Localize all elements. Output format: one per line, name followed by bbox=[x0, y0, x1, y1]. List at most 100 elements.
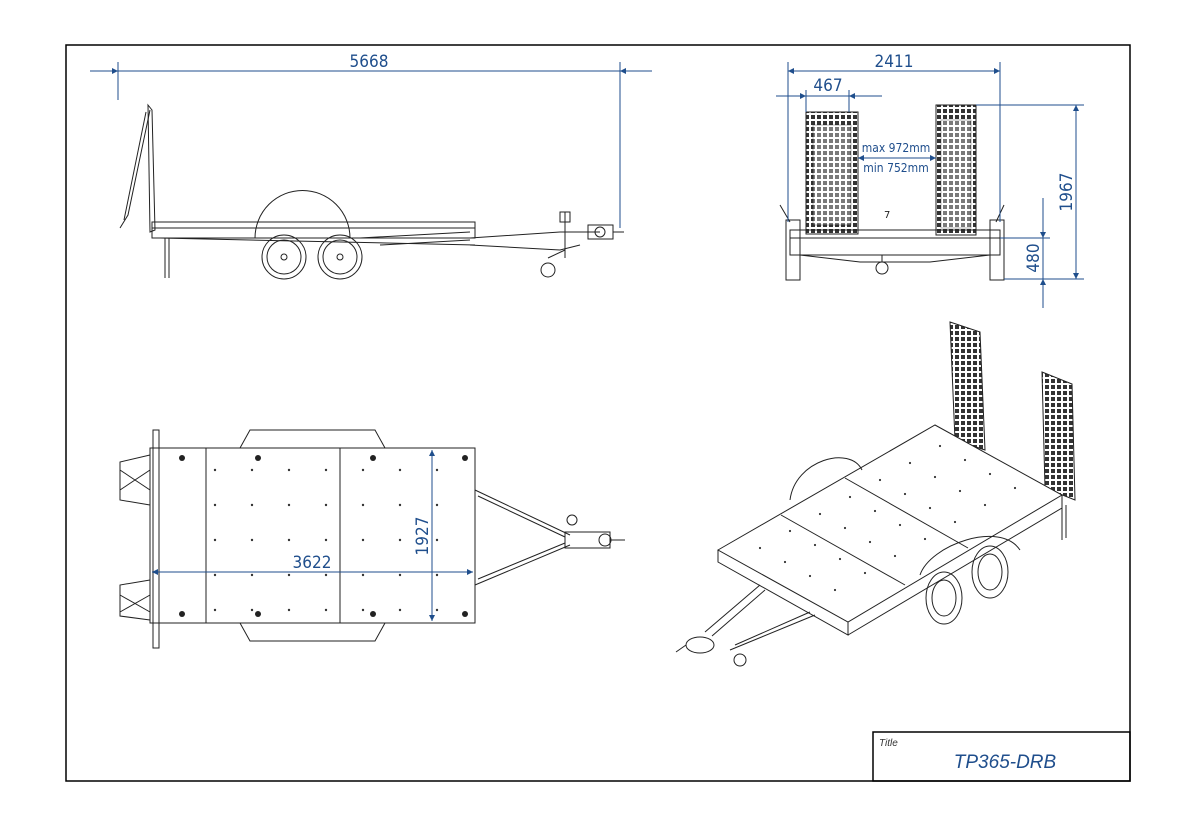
dim-overall-length: 5668 bbox=[90, 52, 652, 228]
iso-deck-rivet bbox=[873, 509, 877, 513]
iso-deck-rivet bbox=[788, 529, 792, 533]
iso-deck-rivet bbox=[933, 475, 937, 479]
deck-rivet bbox=[213, 538, 217, 542]
deck-rivet bbox=[435, 608, 439, 612]
top-view-bolts bbox=[179, 455, 468, 617]
deck-rivet bbox=[250, 503, 254, 507]
dim-ramp-gap: max 972mm min 752mm bbox=[858, 141, 936, 175]
deck-rivet bbox=[213, 468, 217, 472]
dim-label-gap-max: max 972mm bbox=[862, 141, 931, 155]
iso-deck-rivet bbox=[908, 461, 912, 465]
drawing-border bbox=[65, 44, 1131, 782]
iso-deck-rivet bbox=[963, 458, 967, 462]
deck-rivet bbox=[398, 608, 402, 612]
top-view bbox=[119, 429, 625, 649]
deck-rivet bbox=[361, 468, 365, 472]
iso-deck-rivet bbox=[923, 537, 927, 541]
dim-label-467: 467 bbox=[813, 76, 842, 96]
deck-rivet bbox=[324, 538, 328, 542]
deck-rivet bbox=[398, 503, 402, 507]
deck-rivet bbox=[250, 608, 254, 612]
iso-deck-rivet bbox=[938, 444, 942, 448]
deck-rivet bbox=[287, 573, 291, 577]
tie-down-point bbox=[370, 611, 376, 617]
deck-rivet bbox=[398, 573, 402, 577]
title-value: TP365-DRB bbox=[954, 752, 1057, 773]
ramp-left bbox=[805, 111, 859, 235]
iso-deck-rivet bbox=[903, 492, 907, 496]
deck-rivet bbox=[435, 573, 439, 577]
iso-deck-rivet bbox=[868, 540, 872, 544]
deck-plan bbox=[149, 447, 476, 624]
side-view bbox=[119, 103, 624, 280]
iso-ramp-front bbox=[1041, 371, 1076, 501]
iso-deck-rivet bbox=[813, 543, 817, 547]
deck-rivet bbox=[324, 468, 328, 472]
tie-down-point bbox=[462, 455, 468, 461]
deck-rivet bbox=[213, 608, 217, 612]
deck-rivet bbox=[213, 573, 217, 577]
dim-deck-length: 3622 bbox=[152, 553, 473, 575]
dim-label-1967: 1967 bbox=[1057, 173, 1077, 212]
iso-deck-rivet bbox=[958, 489, 962, 493]
deck-rivet bbox=[250, 538, 254, 542]
dim-deck-height: 480 bbox=[1000, 198, 1050, 308]
deck-rivet bbox=[435, 538, 439, 542]
deck-rivet bbox=[435, 468, 439, 472]
deck-rivet bbox=[287, 608, 291, 612]
iso-deck-rivet bbox=[848, 495, 852, 499]
deck-rivet bbox=[324, 503, 328, 507]
iso-deck-rivet bbox=[863, 571, 867, 575]
iso-deck-rivet bbox=[928, 506, 932, 510]
deck-rivet bbox=[324, 573, 328, 577]
dim-deck-width: 1927 bbox=[413, 450, 435, 621]
iso-deck-rivet bbox=[833, 588, 837, 592]
iso-deck-rivet bbox=[893, 554, 897, 558]
dim-label-1927: 1927 bbox=[413, 517, 433, 556]
dim-overall-width: 2411 bbox=[787, 52, 1001, 222]
dim-label-480: 480 bbox=[1024, 243, 1044, 272]
tie-down-point bbox=[255, 455, 261, 461]
title-block: Title TP365-DRB bbox=[872, 731, 1131, 782]
iso-deck-rivet bbox=[783, 560, 787, 564]
tie-down-point bbox=[179, 611, 185, 617]
deck-rivet bbox=[435, 503, 439, 507]
deck-rivet bbox=[213, 503, 217, 507]
deck-rivet bbox=[250, 468, 254, 472]
iso-deck-rivet bbox=[808, 574, 812, 578]
deck-rivet bbox=[287, 468, 291, 472]
tie-down-point bbox=[255, 611, 261, 617]
dim-ramp-width: 467 bbox=[776, 76, 882, 112]
deck-rivet bbox=[361, 608, 365, 612]
deck-rivet bbox=[398, 538, 402, 542]
deck-rivet bbox=[361, 538, 365, 542]
iso-deck-rivet bbox=[758, 546, 762, 550]
ramp-right bbox=[935, 104, 977, 236]
iso-deck-rivet bbox=[1013, 486, 1017, 490]
rear-view: 7 bbox=[779, 104, 1005, 281]
svg-text:7: 7 bbox=[884, 210, 890, 221]
deck-rivet bbox=[361, 573, 365, 577]
dim-label-3622: 3622 bbox=[293, 553, 332, 573]
dim-label-2411: 2411 bbox=[875, 52, 914, 72]
deck-rivet bbox=[250, 573, 254, 577]
iso-deck-rivet bbox=[953, 520, 957, 524]
iso-deck-rivet bbox=[878, 478, 882, 482]
tie-down-point bbox=[370, 455, 376, 461]
iso-deck-rivet bbox=[843, 526, 847, 530]
iso-deck-rivet bbox=[983, 503, 987, 507]
deck-rivet bbox=[287, 538, 291, 542]
dim-label-5668: 5668 bbox=[350, 52, 389, 72]
iso-deck-rivet bbox=[898, 523, 902, 527]
deck-rivet bbox=[398, 468, 402, 472]
dim-label-gap-min: min 752mm bbox=[863, 161, 928, 175]
tie-down-point bbox=[462, 611, 468, 617]
iso-deck-rivet bbox=[988, 472, 992, 476]
isometric-view bbox=[675, 321, 1076, 667]
deck-rivet bbox=[324, 608, 328, 612]
dim-overall-height: 1967 bbox=[976, 104, 1084, 280]
deck-rivet bbox=[287, 503, 291, 507]
iso-deck-rivet bbox=[818, 512, 822, 516]
tie-down-point bbox=[179, 455, 185, 461]
